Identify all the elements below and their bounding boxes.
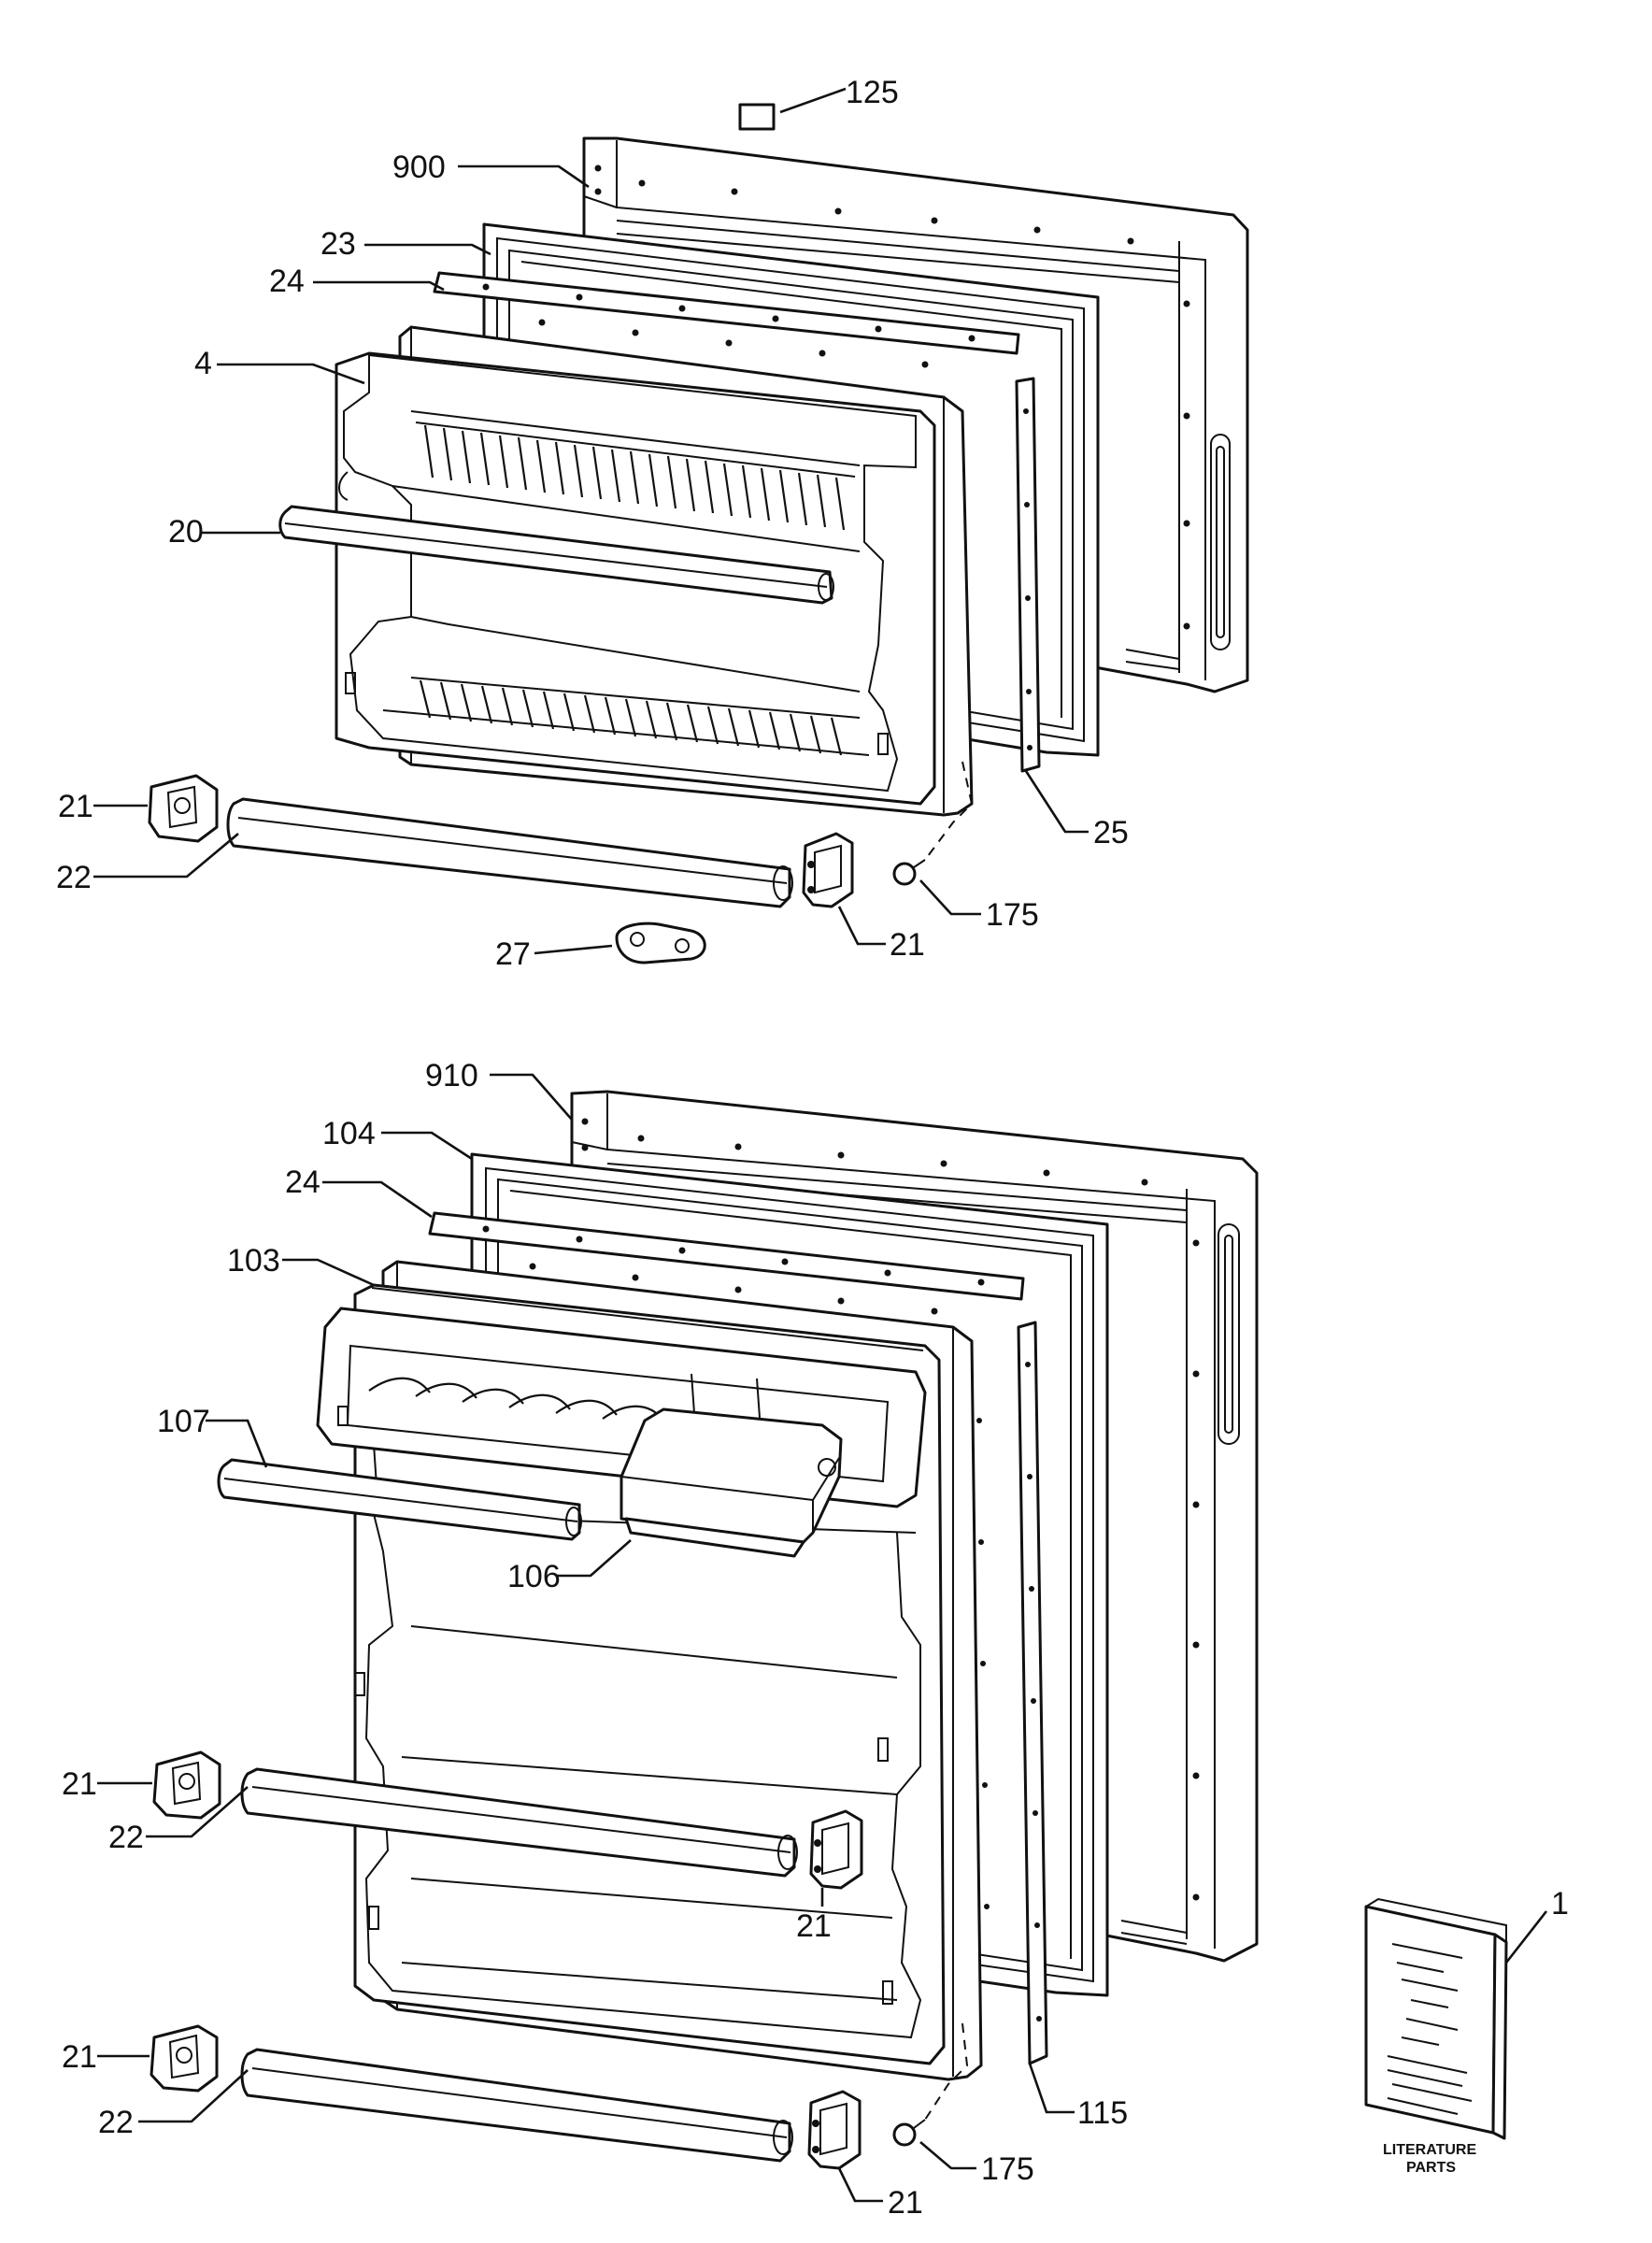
nameplate-part-125	[738, 103, 776, 131]
callout-20: 20	[168, 514, 204, 550]
callout-25: 25	[1093, 815, 1129, 850]
callout-21-b: 21	[890, 927, 925, 963]
callout-4: 4	[194, 346, 212, 381]
end-cap-part-21-middle-right	[809, 1809, 863, 1890]
literature-label-line2: PARTS	[1406, 2160, 1456, 2176]
callout-115: 115	[1077, 2095, 1128, 2131]
literature-text-lines	[1387, 1943, 1473, 2115]
callout-1: 1	[1551, 1886, 1569, 1922]
callout-21-a: 21	[58, 789, 93, 824]
callout-22-a: 22	[56, 860, 92, 895]
breaker-strip-part-24-lower	[428, 1211, 1025, 1315]
shelf-bar-part-107	[217, 1458, 582, 1541]
callout-21-e: 21	[62, 2039, 97, 2075]
callout-900: 900	[392, 150, 446, 185]
end-cap-part-21-middle-left	[152, 1750, 221, 1820]
leader-lines	[93, 87, 1548, 2203]
shelf-bar-part-22-middle	[240, 1767, 798, 1878]
upper-shelf-ribs	[415, 421, 856, 531]
callout-175-upper: 175	[986, 897, 1039, 933]
lower-shelf-ribs	[410, 677, 861, 756]
callout-21-c: 21	[62, 1766, 97, 1802]
screw-part-175-upper	[892, 761, 974, 886]
shelf-bar-part-22-lower	[240, 2048, 793, 2163]
callout-22-b: 22	[108, 1820, 144, 1855]
screw-part-175-lower	[892, 2022, 969, 2147]
shelf-bar-part-22-upper	[226, 797, 793, 908]
shelf-bar-part-20	[278, 505, 834, 605]
hinge-strip-part-115	[1017, 1321, 1048, 2065]
callout-175-lower: 175	[981, 2151, 1034, 2187]
freezer-door-assembly	[148, 103, 1249, 964]
callout-910: 910	[425, 1058, 478, 1093]
callout-21-f: 21	[888, 2185, 923, 2221]
callout-24-lower: 24	[285, 1164, 320, 1200]
dairy-door-part-106	[620, 1407, 843, 1558]
literature-booklet-part-1	[1364, 1897, 1508, 2140]
callout-23: 23	[320, 226, 356, 262]
hinge-strip-part-25	[1015, 377, 1041, 773]
hinge-bracket-part-27	[615, 921, 706, 964]
callout-104: 104	[322, 1116, 376, 1151]
callout-22-c: 22	[98, 2105, 134, 2140]
end-cap-part-21-lower-right	[807, 2090, 862, 2170]
fresh-food-door-assembly	[150, 1090, 1259, 2170]
end-cap-part-21-lower-left	[150, 2024, 219, 2093]
callout-103: 103	[227, 1243, 280, 1279]
end-cap-part-21-upper-right	[802, 832, 854, 908]
callout-125: 125	[846, 75, 899, 110]
end-cap-part-21-upper-left	[148, 774, 219, 843]
callout-21-d: 21	[796, 1908, 832, 1944]
callout-107: 107	[157, 1404, 210, 1439]
callout-27: 27	[495, 936, 531, 972]
callout-106: 106	[507, 1559, 561, 1594]
callout-24-upper: 24	[269, 264, 305, 299]
callout-labels: 125 900 23 24 4 20 21 22 25 175 21 27 91…	[56, 75, 1569, 2221]
literature-label-line1: LITERATURE	[1383, 2142, 1476, 2158]
